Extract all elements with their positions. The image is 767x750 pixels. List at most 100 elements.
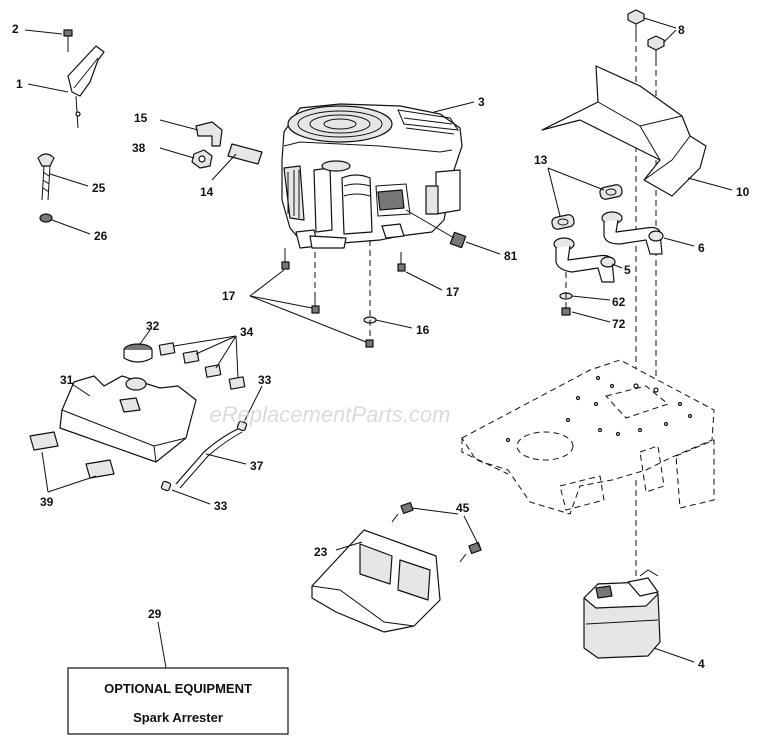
exhaust-gasket-part <box>551 214 575 230</box>
leader-25 <box>49 173 89 187</box>
callout-32: 32 <box>146 319 160 333</box>
callout-3: 3 <box>478 95 485 109</box>
leader-17a <box>249 269 285 297</box>
exhaust-gasket-part <box>599 184 623 200</box>
callout-23: 23 <box>314 545 328 559</box>
leader-34 <box>215 335 237 369</box>
leader-32 <box>139 329 151 345</box>
leader-39 <box>47 475 97 493</box>
hose-clamp-part <box>236 420 248 432</box>
leader-45 <box>463 515 481 549</box>
chassis-frame <box>461 359 715 515</box>
elbow-fitting-part <box>195 121 223 147</box>
cover-panel-part <box>59 375 197 463</box>
leader-15 <box>159 119 199 131</box>
fuel-cap-part <box>123 343 153 363</box>
dipstick-part <box>37 153 55 201</box>
self-tapping-screw-part <box>459 541 482 563</box>
fuel-hose-part <box>227 143 263 165</box>
foam-pad-part <box>158 342 246 390</box>
leader-26 <box>51 219 91 235</box>
leader-45 <box>411 507 459 515</box>
callout-5: 5 <box>624 263 631 277</box>
callout-38: 38 <box>132 141 146 155</box>
callout-10: 10 <box>736 185 750 199</box>
self-tapping-screw-part <box>391 501 414 523</box>
callout-13: 13 <box>534 153 548 167</box>
leader-34 <box>173 335 237 347</box>
callout-33: 33 <box>214 499 228 513</box>
leader-10 <box>687 177 733 191</box>
callout-16: 16 <box>416 323 430 337</box>
leader-31 <box>71 383 91 397</box>
leader-38 <box>159 147 195 159</box>
callout-1: 1 <box>16 77 23 91</box>
callout-37: 37 <box>250 459 264 473</box>
callout-29: 29 <box>148 607 162 621</box>
optional-equipment-box: OPTIONAL EQUIPMENT Spark Arrester <box>67 667 289 735</box>
exhaust-pipe-part-6 <box>601 211 664 255</box>
mounting-bracket-part <box>311 529 441 633</box>
leader-34 <box>195 335 237 355</box>
heat-shield-part <box>541 65 707 197</box>
exhaust-pipe-part-5 <box>553 237 616 283</box>
dipstick-seal-part <box>39 213 53 223</box>
leader-13 <box>547 167 605 191</box>
callout-72: 72 <box>612 317 626 331</box>
leader-29 <box>157 621 167 669</box>
leader-1 <box>27 83 69 93</box>
callout-17: 17 <box>446 285 460 299</box>
leader-37 <box>205 453 247 465</box>
callout-31: 31 <box>60 373 74 387</box>
leader-8 <box>663 29 677 43</box>
leader-62 <box>571 295 611 301</box>
leader-81 <box>405 209 455 239</box>
callout-17: 17 <box>222 289 236 303</box>
callout-34: 34 <box>240 325 254 339</box>
callout-62: 62 <box>612 295 626 309</box>
leader-34 <box>235 335 239 379</box>
screw-part-2 <box>63 29 73 52</box>
leader-39 <box>41 451 49 493</box>
engine-bolt-part <box>365 339 374 348</box>
callout-25: 25 <box>92 181 106 195</box>
leader-72 <box>571 311 611 323</box>
callout-8: 8 <box>678 23 685 37</box>
leader-17a <box>249 295 367 343</box>
hex-bolt-part-72 <box>561 307 571 316</box>
leader-4 <box>653 647 695 663</box>
engine-bolt-part <box>311 296 320 314</box>
leader-33b <box>171 489 211 505</box>
optional-equipment-subtitle: Spark Arrester <box>133 710 223 725</box>
callout-6: 6 <box>698 241 705 255</box>
engine-bolt-part <box>281 248 290 270</box>
leader-16 <box>375 319 413 329</box>
leader-17a <box>249 295 313 309</box>
rubber-pad-part <box>29 431 115 479</box>
leader-81b <box>465 241 501 255</box>
engine-bolt-part <box>397 252 406 272</box>
leader-6 <box>663 237 695 247</box>
callout-4: 4 <box>698 657 705 671</box>
leader-17b <box>405 271 443 291</box>
muffler-part <box>583 569 661 659</box>
leader-14 <box>211 153 237 181</box>
engine-part <box>281 103 463 249</box>
optional-equipment-title: OPTIONAL EQUIPMENT <box>104 681 252 696</box>
fuel-line-part <box>175 427 243 489</box>
hex-nut-part-38 <box>191 149 213 169</box>
callout-15: 15 <box>134 111 148 125</box>
throttle-bracket-part <box>67 45 105 129</box>
callout-2: 2 <box>12 22 19 36</box>
carriage-bolt-part <box>627 9 645 36</box>
carriage-bolt-part <box>647 35 665 60</box>
watermark: eReplacementParts.com <box>210 402 451 427</box>
leader-33a <box>243 385 263 423</box>
callout-81: 81 <box>504 249 518 263</box>
callout-33: 33 <box>258 373 272 387</box>
callout-26: 26 <box>94 229 108 243</box>
leader-13 <box>547 167 561 217</box>
leader-5 <box>611 263 623 269</box>
callout-39: 39 <box>40 495 54 509</box>
leader-8 <box>643 17 677 29</box>
